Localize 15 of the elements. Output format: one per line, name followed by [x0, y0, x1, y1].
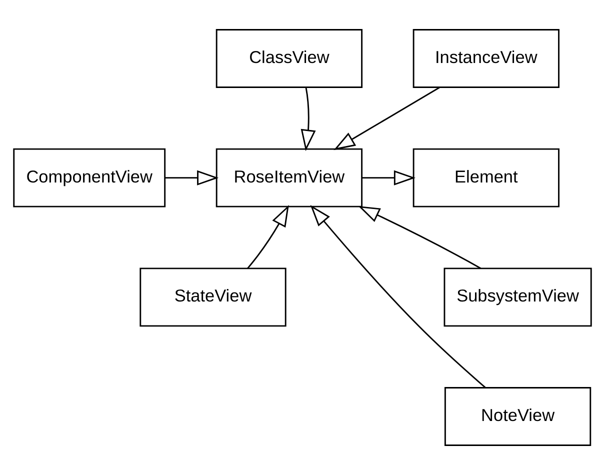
arrow: [165, 170, 219, 185]
node-box: InstanceView: [412, 28, 560, 88]
node-box: StateView: [140, 267, 286, 326]
node-box: NoteView: [444, 386, 592, 446]
node-box: ClassView: [216, 28, 363, 88]
arrow: [310, 204, 486, 388]
arrow: [247, 204, 289, 268]
node-box: Element: [412, 148, 560, 207]
node-box: SubsystemView: [444, 267, 592, 326]
arrow: [358, 205, 482, 268]
node-box: ComponentView: [13, 148, 166, 207]
arrow: [334, 86, 440, 150]
arrow: [362, 170, 416, 185]
arrow: [300, 86, 316, 151]
node-box: RoseItemView: [216, 148, 363, 207]
